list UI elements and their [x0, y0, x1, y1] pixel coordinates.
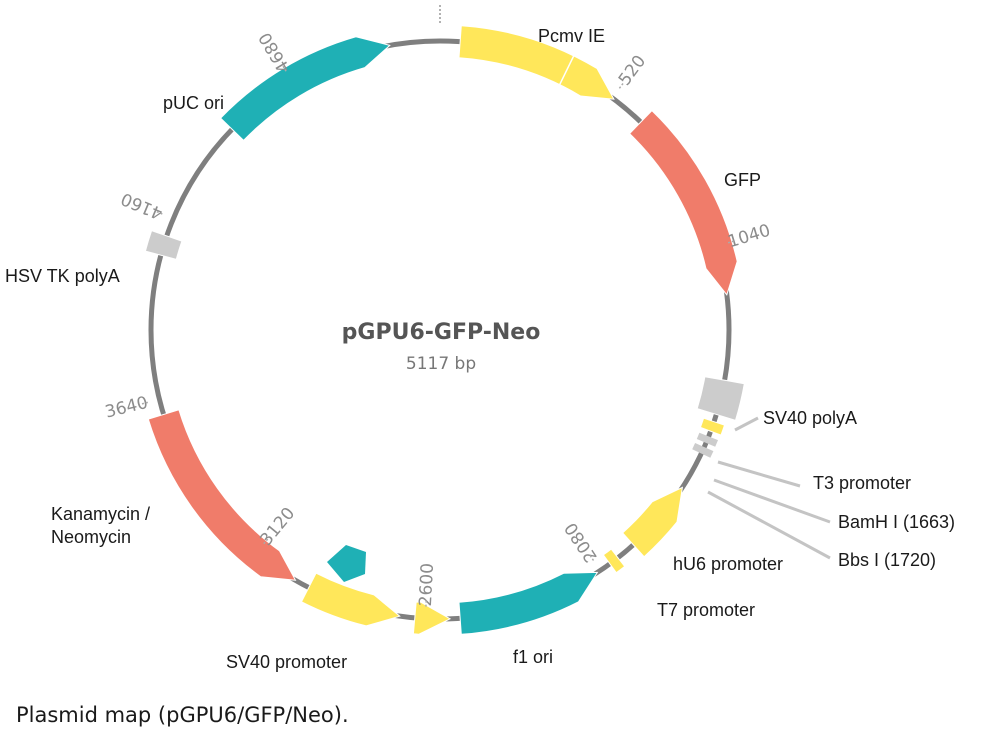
label-hu6-promoter: hU6 promoter — [673, 554, 783, 574]
pcmv-ie-arrow-divider — [559, 55, 575, 85]
position-tick-3640: 3640 — [103, 393, 150, 423]
position-tick-mark-4160 — [154, 210, 163, 215]
puc-ori-arrow — [219, 36, 391, 142]
label-kanamycin: Kanamycin / — [51, 504, 150, 524]
t7-promoter-mark — [602, 548, 626, 574]
sv40-promoter-small-arrow — [412, 601, 452, 635]
position-tick-1040: 1040 — [726, 221, 773, 253]
sv40-polya-box — [696, 376, 745, 421]
position-tick-4680: 4680 — [255, 29, 294, 76]
gfp-arrow — [628, 109, 738, 296]
leader-sv40-polya — [734, 416, 759, 432]
label-t7-promoter: T7 promoter — [657, 600, 755, 620]
label-puc-ori: pUC ori — [163, 93, 224, 113]
figure-caption: Plasmid map (pGPU6/GFP/Neo). — [16, 703, 349, 727]
f1-ori-arrow — [458, 571, 599, 635]
position-tick-mark-4680 — [281, 64, 287, 72]
label-sv40-promoter: SV40 promoter — [226, 652, 347, 672]
label-f1-ori: f1 ori — [513, 647, 553, 667]
position-tick-mark-1040 — [727, 239, 737, 244]
bbsi-site-mark — [692, 443, 714, 458]
position-tick-mark-3640 — [139, 401, 148, 406]
position-tick-4160: 4160 — [118, 188, 166, 223]
position-tick-520: 520 — [615, 52, 650, 90]
label-sv40-polya: SV40 polyA — [763, 408, 857, 428]
plasmid-name: pGPU6-GFP-Neo — [342, 320, 541, 345]
leader-bbsi — [707, 490, 831, 560]
pcmv-ie-arrow — [458, 25, 615, 100]
label-neomycin: Neomycin — [51, 527, 131, 547]
sv40-promoter-arrow — [300, 572, 401, 627]
position-tick-mark-520 — [618, 81, 625, 89]
leader-bamhi — [713, 478, 831, 524]
plasmid-size: 5117 bp — [406, 354, 476, 374]
hsv-tk-polya-box — [144, 230, 183, 260]
label-pcmv-ie: Pcmv IE — [538, 26, 605, 46]
hu6-promoter-arrow — [621, 486, 684, 558]
label-gfp: GFP — [724, 170, 761, 190]
label-t3-promoter: T3 promoter — [813, 473, 911, 493]
label-bamhi: BamH I (1663) — [838, 512, 955, 532]
position-tick-2080: 2080 — [561, 519, 602, 566]
leader-t3-promoter — [717, 460, 801, 488]
label-hsv-tk-polya: HSV TK polyA — [5, 266, 120, 286]
label-bbsi: Bbs I (1720) — [838, 550, 936, 570]
t3-promoter-mark — [699, 417, 726, 436]
bamhi-site-mark — [696, 432, 718, 447]
kanamycin-neomycin-arrow — [147, 409, 297, 581]
position-tick-2600: 2600 — [416, 563, 438, 607]
position-tick-mark-3120 — [263, 537, 270, 545]
position-tick-mark-2080 — [588, 553, 595, 561]
position-tick-3120: 3120 — [256, 504, 299, 550]
neo-marker-icon — [327, 545, 366, 582]
